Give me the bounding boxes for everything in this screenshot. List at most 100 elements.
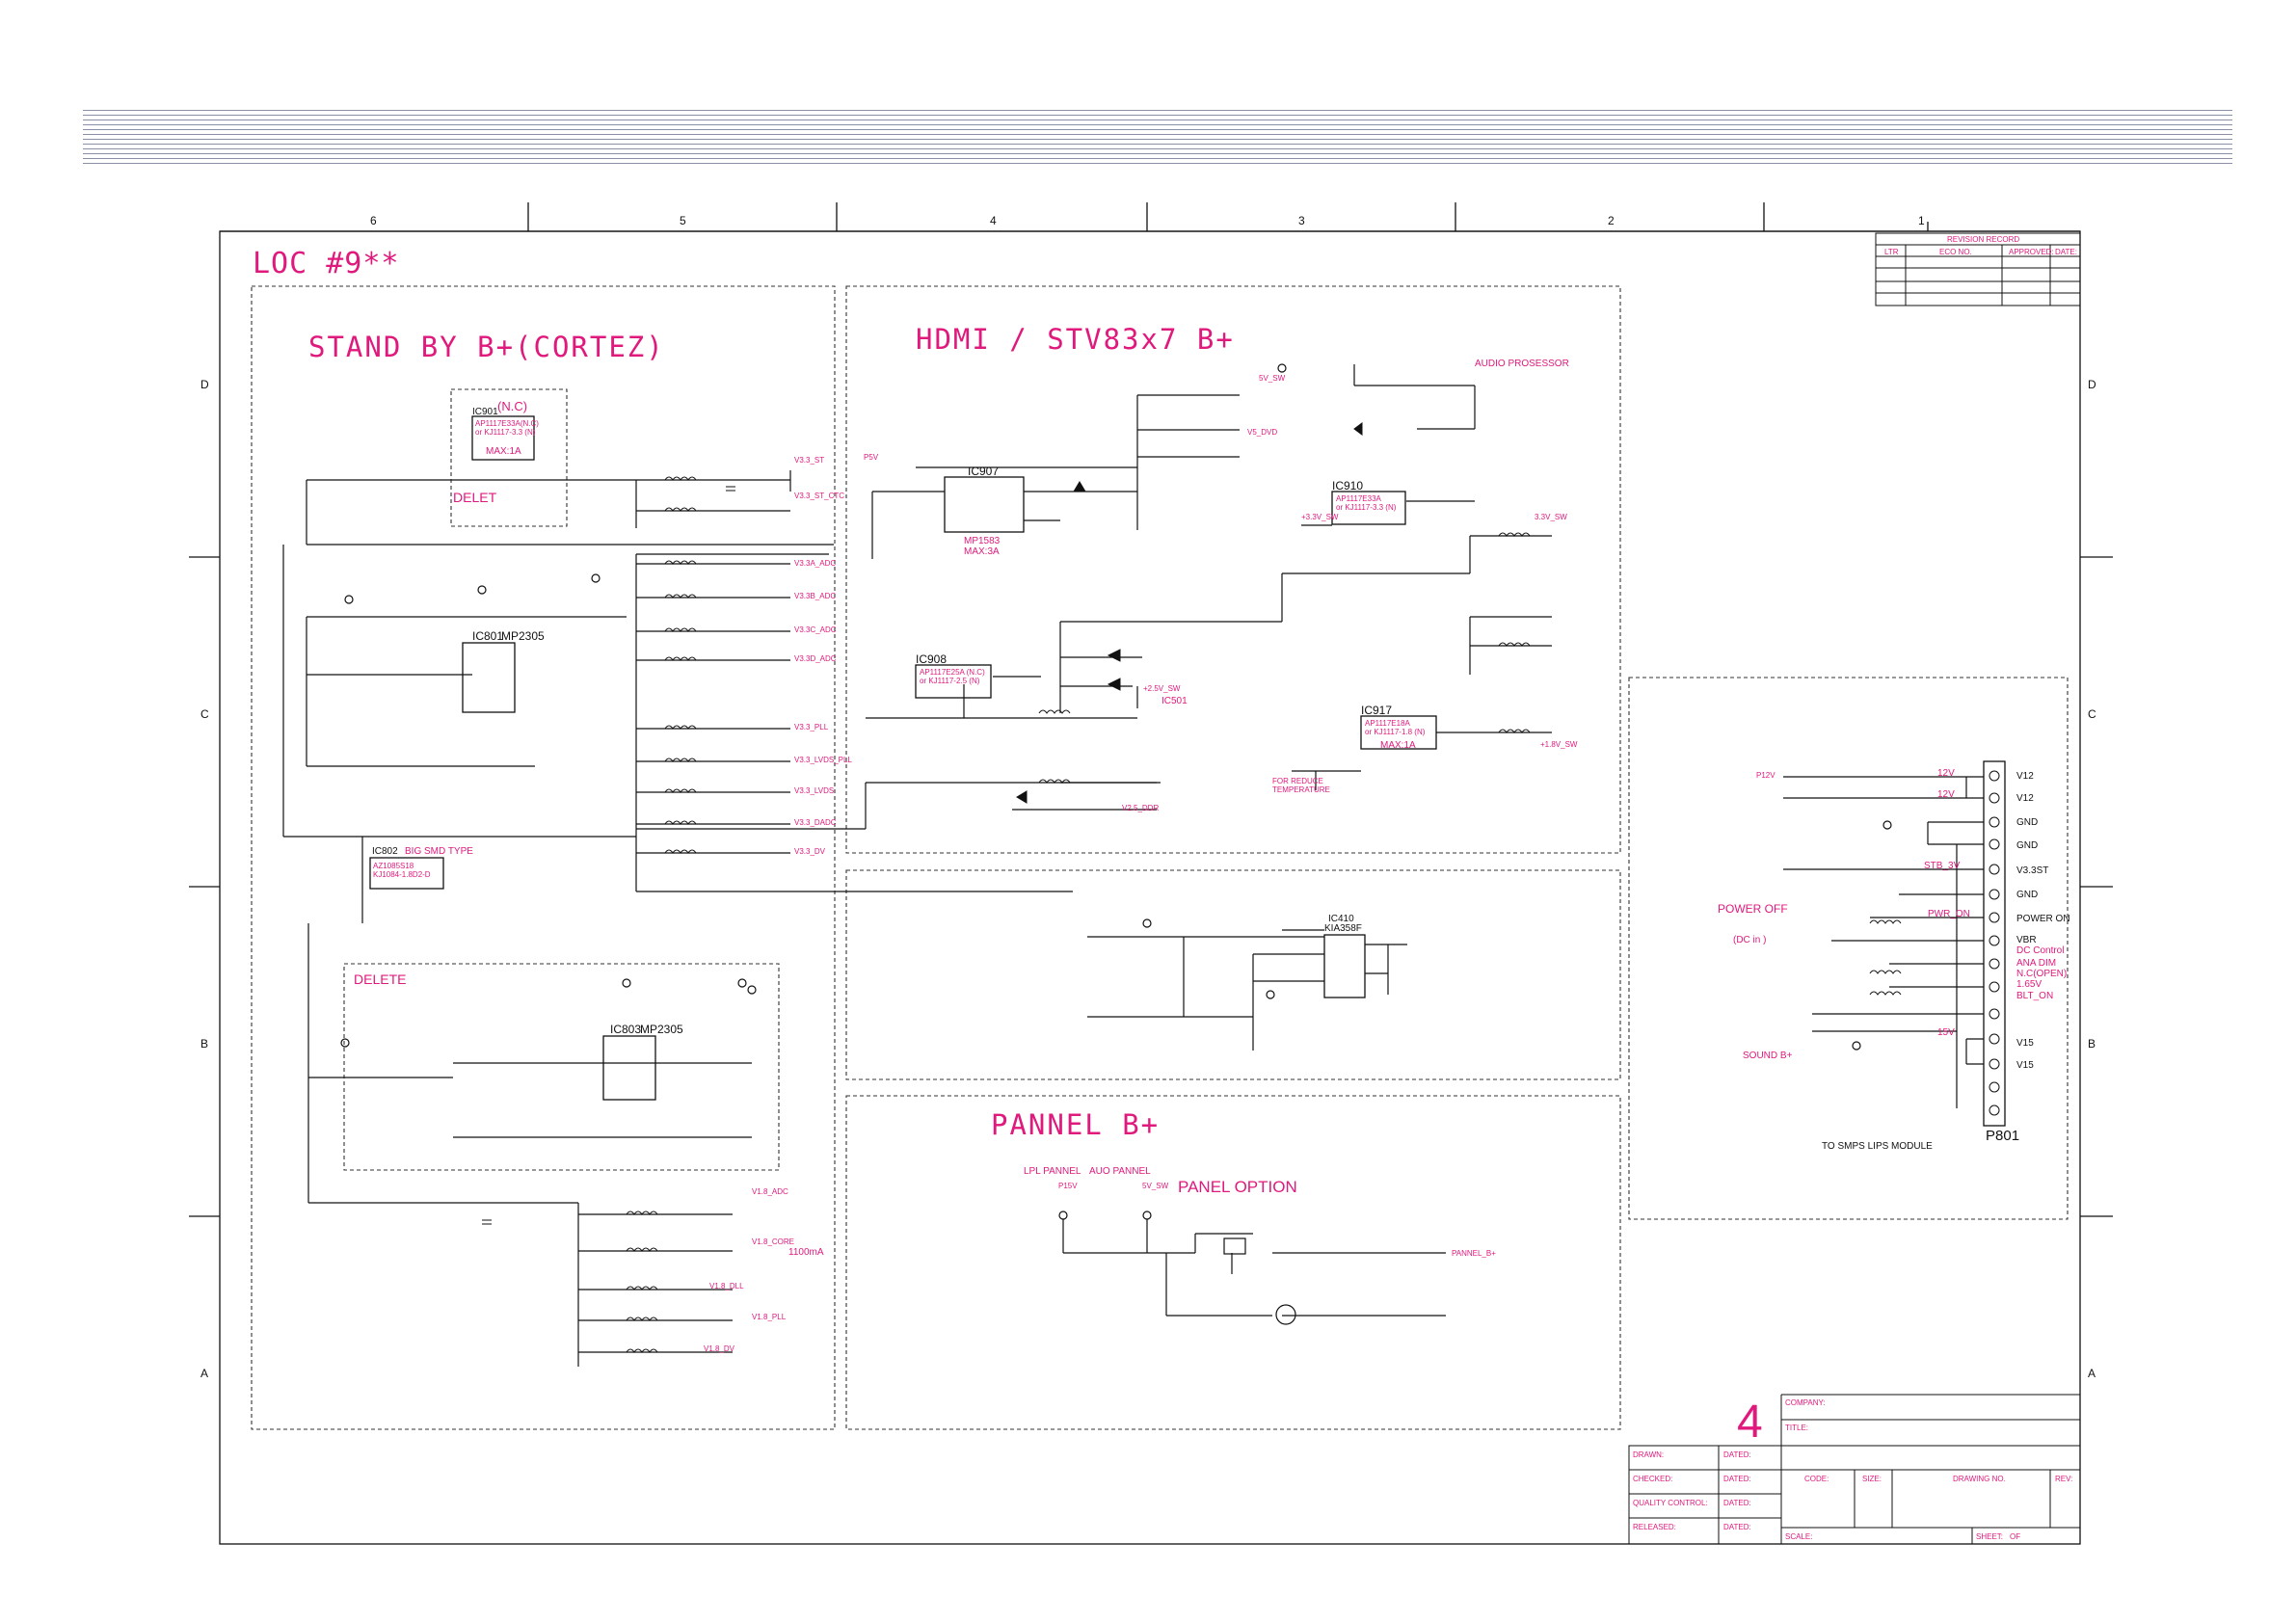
pin-gnd-3: GND <box>2016 890 2039 900</box>
net-12v-b: 12V <box>1937 789 1955 800</box>
tb-title: TITLE: <box>1785 1423 1809 1432</box>
ic917-ref: IC917 <box>1361 704 1393 717</box>
ic907-body <box>944 476 1025 533</box>
tb-released: RELEASED: <box>1633 1523 1676 1531</box>
panel-option-label: PANEL OPTION <box>1178 1178 1297 1196</box>
pin-1v65: 1.65V <box>2016 979 2042 990</box>
temperature-label: TEMPERATURE <box>1272 785 1330 794</box>
ic907-ref: IC907 <box>968 465 1000 478</box>
tb-company: COMPANY: <box>1785 1398 1826 1407</box>
rail-v33-dv: V3.3_DV <box>794 847 826 856</box>
tb-dated-2: DATED: <box>1723 1475 1751 1483</box>
ic917-body <box>1360 715 1437 750</box>
ic917-sub: or KJ1117-1.8 (N) <box>1365 728 1426 736</box>
delet-label: DELET <box>453 490 497 505</box>
tb-checked: CHECKED: <box>1633 1475 1673 1483</box>
ic908-body <box>915 664 992 699</box>
ic803-ref: IC803 <box>610 1023 642 1036</box>
rev-ltr: LTR <box>1884 248 1899 256</box>
column-5: 5 <box>680 214 686 227</box>
rail-v33-lvds: V3.3_LVDS <box>794 786 835 795</box>
ic901-sub: or KJ1117-3.3 (N) <box>475 428 536 437</box>
rail-v33c-adc: V3.3C_ADC <box>794 625 837 634</box>
pannel-box <box>845 1095 1621 1430</box>
tb-quality: QUALITY CONTROL: <box>1633 1499 1708 1507</box>
ic901-body <box>471 415 535 461</box>
rail-3v3-sw-b: 3.3V_SW <box>1535 513 1567 521</box>
rail-v25-ddr: V2.5_DDR <box>1122 804 1160 812</box>
row-d-right: D <box>2088 378 2096 391</box>
section-hdmi-title: HDMI / STV83x7 B+ <box>916 323 1235 356</box>
ic907-max: MAX:3A <box>964 546 1000 557</box>
rail-v18-adc: V1.8_ADC <box>752 1187 788 1196</box>
tb-sheet: SHEET: <box>1976 1532 2004 1541</box>
ic907-part: MP1583 <box>964 536 1001 546</box>
ic901-max: MAX:1A <box>486 446 521 457</box>
pin-v33st: V3.3ST <box>2016 865 2049 876</box>
delete-label: DELETE <box>354 971 407 987</box>
row-a-right: A <box>2088 1367 2096 1380</box>
rail-v18-pll: V1.8_PLL <box>752 1313 787 1321</box>
ic908-sub: or KJ1117-2.5 (N) <box>920 677 980 685</box>
net-p15v: P15V <box>1058 1182 1078 1190</box>
pin-v15-2: V15 <box>2016 1060 2034 1071</box>
tb-drawn: DRAWN: <box>1633 1450 1665 1459</box>
row-c-right: C <box>2088 707 2096 721</box>
rail-pannel-b: PANNEL_B+ <box>1452 1249 1496 1258</box>
ic801-ref: IC801 <box>472 629 504 643</box>
standby-box <box>251 285 836 1430</box>
rail-v18-dv: V1.8_DV <box>704 1344 735 1353</box>
row-b-right: B <box>2088 1037 2096 1051</box>
section-pannel-title: PANNEL B+ <box>991 1108 1161 1141</box>
pin-gnd-1: GND <box>2016 817 2039 828</box>
pin-nc-open: N.C(OPEN) <box>2016 969 2068 979</box>
section-standby-title: STAND BY B+(CORTEZ) <box>308 331 665 363</box>
tb-scale: SCALE: <box>1785 1532 1813 1541</box>
net-5v-sw-pannel: 5V_SW <box>1142 1182 1169 1190</box>
net-stb-3v: STB_3V <box>1924 861 1961 871</box>
ic801-body <box>462 642 516 713</box>
audio-prosessor-label: AUDIO PROSESSOR <box>1475 359 1569 369</box>
net-sound-b: SOUND B+ <box>1743 1051 1793 1061</box>
tb-drawing-no: DRAWING NO. <box>1953 1475 2006 1483</box>
pin-v12-1: V12 <box>2016 771 2034 782</box>
ic901-delet-box <box>450 388 568 527</box>
pin-blt-on: BLT_ON <box>2016 991 2054 1001</box>
rail-v33-lvds-pll: V3.3_LVDS_PLL <box>794 756 852 764</box>
column-6: 6 <box>370 214 377 227</box>
ic802-body <box>369 857 444 890</box>
pin-dc-control: DC Control <box>2016 945 2065 956</box>
ic910-ref: IC910 <box>1332 479 1364 492</box>
ic802-sub: KJ1084-1.8D2-D <box>373 870 431 879</box>
rev-record-title: REVISION RECORD <box>1947 235 2020 244</box>
p801-ref: P801 <box>1986 1128 2020 1144</box>
net-p5v: P5V <box>864 453 879 462</box>
tb-dated-1: DATED: <box>1723 1450 1751 1459</box>
column-3: 3 <box>1298 214 1305 227</box>
row-c-left: C <box>200 707 209 721</box>
ic908-ref: IC908 <box>916 652 948 666</box>
p801-connector <box>1983 760 2006 1127</box>
rail-v33a-adc: V3.3A_ADC <box>794 559 837 568</box>
ic917-part: AP1117E18A <box>1365 719 1410 728</box>
ic901-nc: (N.C) <box>497 399 528 413</box>
ic802-ref: IC802 <box>372 846 398 857</box>
ic908-part: AP1117E25A (N.C) <box>920 668 985 677</box>
ic910-sub: or KJ1117-3.3 (N) <box>1336 503 1397 512</box>
ic910-part: AP1117E33A <box>1336 494 1381 503</box>
pin-v12-2: V12 <box>2016 793 2034 804</box>
rail-v33b-adc: V3.3B_ADC <box>794 592 837 600</box>
ic410-ref: IC410 <box>1328 914 1354 924</box>
row-a-left: A <box>200 1367 209 1380</box>
pin-ana-dim: ANA DIM <box>2016 958 2057 969</box>
rail-v18-dll: V1.8_DLL <box>709 1282 744 1290</box>
rail-3v3-sw: +3.3V_SW <box>1301 513 1339 521</box>
pin-vbr: VBR <box>2016 935 2037 945</box>
pin-gnd-2: GND <box>2016 840 2039 851</box>
row-d-left: D <box>200 378 209 391</box>
net-p12v: P12V <box>1756 771 1775 780</box>
ic801-part: MP2305 <box>501 629 545 643</box>
rail-v33-pll: V3.3_PLL <box>794 723 829 732</box>
sheet-number: 4 <box>1737 1397 1763 1448</box>
